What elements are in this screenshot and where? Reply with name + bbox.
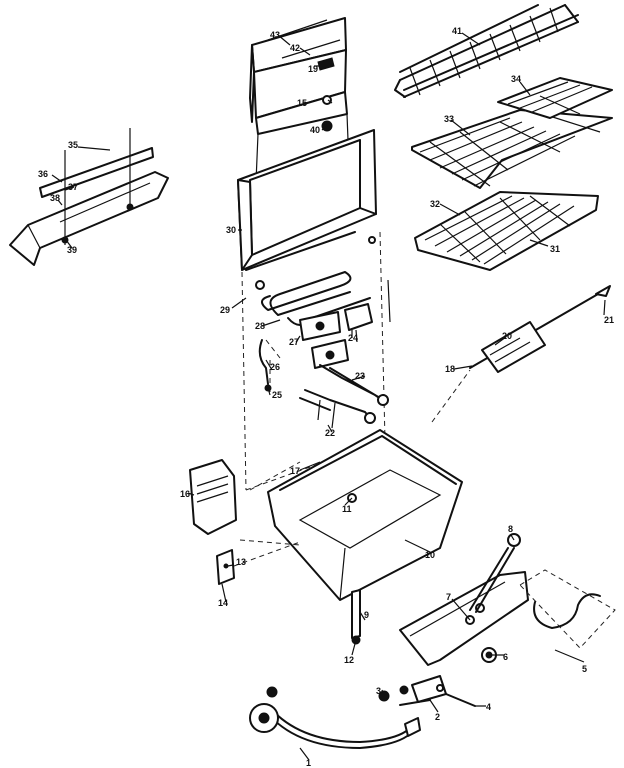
callout-37: 37: [68, 182, 78, 192]
callout-16: 16: [180, 489, 190, 499]
callout-25: 25: [272, 390, 282, 400]
regulator-hose: [249, 686, 421, 749]
rotisserie-spit: [431, 285, 611, 423]
callout-6: 6: [503, 652, 508, 662]
callout-39: 39: [67, 245, 77, 255]
callout-17: 17: [290, 466, 300, 476]
callout-41: 41: [452, 26, 462, 36]
igniter: [344, 279, 391, 343]
callout-7: 7: [446, 592, 451, 602]
callout-35: 35: [68, 140, 78, 150]
control-panel: [189, 459, 237, 535]
callout-21: 21: [604, 315, 614, 325]
callout-13: 13: [236, 557, 246, 567]
cooking-grate-lower: [414, 191, 599, 271]
cooking-grate-upper: [411, 77, 613, 189]
callout-12: 12: [344, 655, 354, 665]
callout-34: 34: [511, 74, 521, 84]
callout-1: 1: [306, 758, 311, 768]
gas-valve-bracket: [481, 569, 616, 663]
callout-23: 23: [355, 371, 365, 381]
warming-rack: [394, 4, 579, 98]
callout-2: 2: [435, 712, 440, 722]
callout-40: 40: [310, 125, 320, 135]
callout-32: 32: [430, 199, 440, 209]
valve-manifold: [378, 675, 476, 707]
callout-20: 20: [502, 331, 512, 341]
callout-3: 3: [376, 686, 381, 696]
callout-43: 43: [270, 30, 280, 40]
callout-19: 19: [308, 64, 318, 74]
callout-33: 33: [444, 114, 454, 124]
callout-28: 28: [255, 321, 265, 331]
callout-10: 10: [425, 550, 435, 560]
callout-38: 38: [50, 193, 60, 203]
leader-lines: [51, 32, 606, 761]
callout-26: 26: [270, 362, 280, 372]
callout-labels: 1 2 3 4 5 6 7 8 9 10 11 12 13 14 15 16 1…: [38, 26, 614, 768]
callout-31: 31: [550, 244, 560, 254]
panel-bracket: [216, 541, 301, 585]
callout-29: 29: [220, 305, 230, 315]
base-frame: [399, 571, 529, 666]
burner-tubes: [299, 311, 389, 429]
callout-36: 36: [38, 169, 48, 179]
upper-housing: [237, 129, 377, 290]
support-leg: [351, 589, 361, 645]
callout-8: 8: [508, 524, 513, 534]
callout-22: 22: [325, 428, 335, 438]
callout-11: 11: [342, 504, 352, 514]
callout-4: 4: [486, 702, 491, 712]
callout-15: 15: [297, 98, 307, 108]
callout-14: 14: [218, 598, 228, 608]
callout-5: 5: [582, 664, 587, 674]
callout-9: 9: [364, 610, 369, 620]
callout-18: 18: [445, 364, 455, 374]
callout-24: 24: [348, 333, 358, 343]
callout-30: 30: [226, 225, 236, 235]
callout-42: 42: [290, 43, 300, 53]
side-shelf: [9, 128, 169, 266]
firebox: [239, 429, 463, 601]
callout-27: 27: [289, 337, 299, 347]
